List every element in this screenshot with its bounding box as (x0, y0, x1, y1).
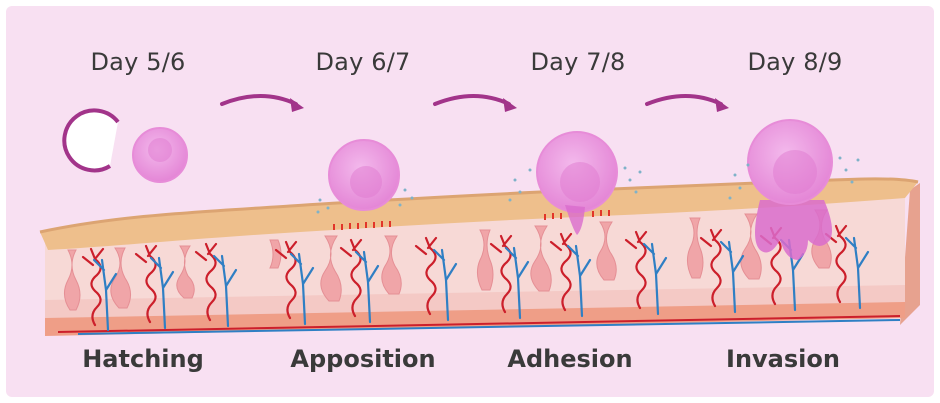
day-label-invasion: Day 8/9 (747, 48, 842, 76)
day-label-adhesion: Day 7/8 (530, 48, 625, 76)
arrow-icon (222, 96, 296, 104)
progress-arrows (222, 96, 729, 112)
arrow-icon (435, 96, 509, 104)
arrow-head-icon (715, 98, 729, 112)
stage-label-adhesion: Adhesion (507, 345, 632, 373)
zona-pellucida-shell (64, 110, 118, 170)
stage-label-invasion: Invasion (726, 345, 840, 373)
arrow-head-icon (503, 98, 517, 112)
arrow-head-icon (290, 98, 304, 112)
day-label-apposition: Day 6/7 (315, 48, 410, 76)
day-label-hatching: Day 5/6 (90, 48, 185, 76)
stage-label-hatching: Hatching (82, 345, 204, 373)
inner-cell-mass (148, 138, 172, 162)
hatching-embryo (64, 110, 187, 182)
arrow-icon (647, 96, 721, 104)
stage-label-apposition: Apposition (290, 345, 435, 373)
